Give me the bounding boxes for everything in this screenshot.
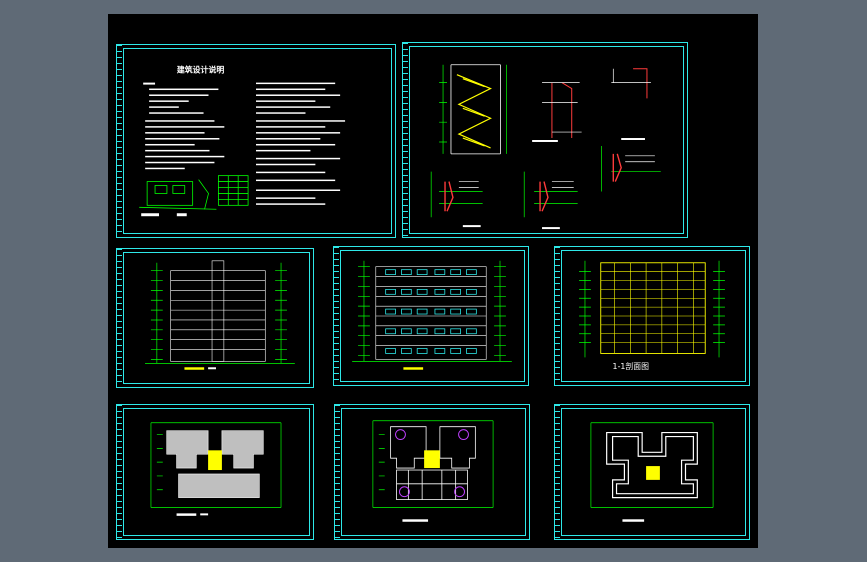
- sheet-plan-roof[interactable]: [554, 404, 750, 540]
- sheet-title-strip: [117, 405, 122, 539]
- notes-title: 建筑设计说明: [176, 65, 225, 75]
- sheet-plan-ground[interactable]: [116, 404, 314, 540]
- sheet-design-notes[interactable]: 建筑设计说明: [116, 44, 396, 238]
- sheet-title-strip: [117, 45, 122, 237]
- sheet-title-strip: [555, 247, 560, 385]
- elevation-2-drawing: [352, 260, 512, 370]
- sheet-title-strip: [403, 43, 408, 237]
- plan-ground-drawing: [150, 422, 282, 516]
- section-drawing: 1-1剖面图: [579, 260, 725, 371]
- stair-details-drawing: [430, 64, 661, 230]
- plan-typical-drawing: [372, 420, 494, 522]
- sheet-title-strip: [334, 247, 339, 385]
- cad-drawing-canvas[interactable]: 建筑设计说明: [108, 14, 758, 548]
- sheet-elevation-2[interactable]: [333, 246, 529, 386]
- elevation-1-drawing: [145, 260, 295, 370]
- sheet-title-strip: [555, 405, 560, 539]
- section-title: 1-1剖面图: [613, 361, 650, 371]
- sheet-elevation-1[interactable]: [116, 248, 314, 388]
- sheet-section-1-1[interactable]: 1-1剖面图: [554, 246, 750, 386]
- sheet-stair-details[interactable]: [402, 42, 688, 238]
- sheet-plan-typical[interactable]: [334, 404, 530, 540]
- sheet-title-strip: [335, 405, 340, 539]
- plan-roof-drawing: [590, 422, 714, 522]
- notes-drawing: 建筑设计说明: [139, 65, 346, 217]
- sheet-title-strip: [117, 249, 122, 387]
